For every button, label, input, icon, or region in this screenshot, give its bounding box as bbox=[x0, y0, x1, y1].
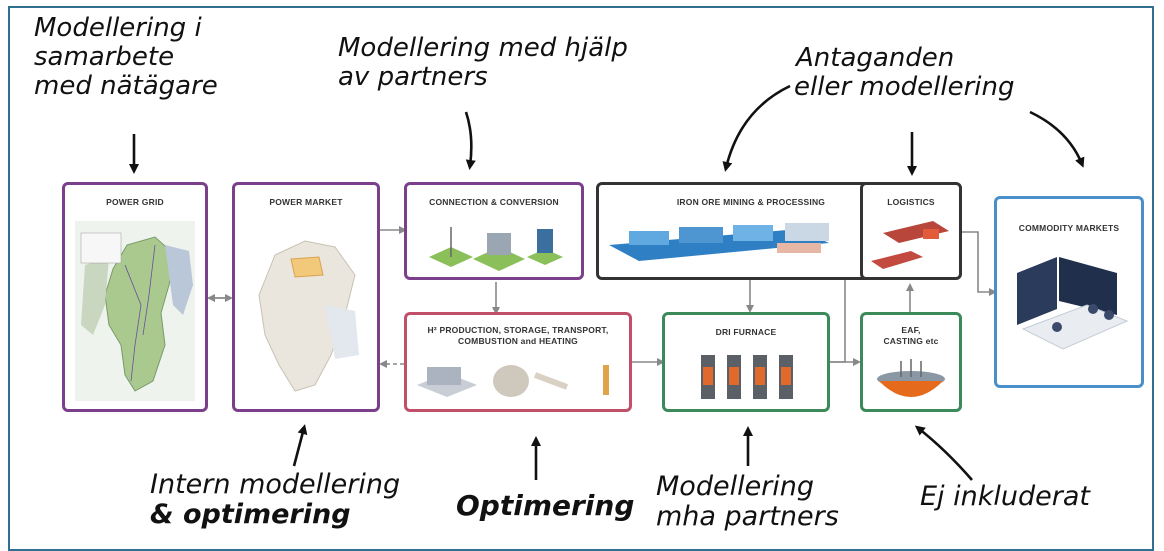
annotation-line: mha partners bbox=[656, 501, 839, 533]
arrow-to-power-market bbox=[292, 424, 308, 467]
dri-title: DRI FURNACE bbox=[715, 327, 777, 337]
commodity-illustration bbox=[1017, 257, 1129, 350]
annotation-antaganden: Antaganden eller modellering bbox=[794, 43, 1015, 103]
power-market-title: POWER MARKET bbox=[269, 197, 343, 207]
arrow-to-connection bbox=[464, 111, 476, 170]
annotation-line: av partners bbox=[338, 62, 488, 93]
eaf-title: EAF, CASTING etc bbox=[863, 325, 959, 347]
annotation-intern: Intern modellering & optimering bbox=[150, 469, 401, 531]
logistics-commodity-connector bbox=[962, 231, 997, 296]
annotation-hjalp-partners: Modellering med hjälp av partners bbox=[338, 33, 628, 93]
commodity-title: COMMODITY MARKETS bbox=[1018, 223, 1120, 233]
commodity-markets-box: COMMODITY MARKETS bbox=[994, 196, 1144, 388]
annotation-line: Modellering i bbox=[34, 13, 202, 43]
connection-title: CONNECTION & CONVERSION bbox=[429, 197, 559, 207]
iron-ore-title: IRON ORE MINING & PROCESSING bbox=[676, 197, 826, 207]
eaf-title-line: EAF, bbox=[901, 325, 921, 335]
annotation-line: Modellering bbox=[656, 471, 815, 502]
connection-illustration bbox=[429, 227, 563, 271]
annotation-optimering: Optimering bbox=[456, 489, 635, 522]
annotation-line: eller modellering bbox=[794, 72, 1015, 103]
eaf-box: EAF, CASTING etc bbox=[860, 312, 962, 412]
dri-illustration bbox=[701, 355, 793, 399]
annotation-line: Intern modellering bbox=[150, 469, 401, 500]
annotation-arrows bbox=[129, 84, 1085, 481]
power-grid-title: POWER GRID bbox=[106, 197, 164, 207]
logistics-title: LOGISTICS bbox=[887, 197, 935, 207]
h2-title: H² PRODUCTION, STORAGE, TRANSPORT, COMBU… bbox=[407, 325, 629, 347]
power-grid-box: POWER GRID bbox=[62, 182, 208, 412]
arrow-to-iron-ore bbox=[722, 84, 791, 172]
logistics-box: LOGISTICS bbox=[860, 182, 962, 280]
annotation-line: Modellering med hjälp bbox=[338, 33, 628, 63]
iron-ore-illustration bbox=[609, 223, 829, 261]
logistics-illustration bbox=[871, 221, 949, 269]
annotation-line: Antaganden bbox=[796, 43, 955, 73]
annotation-mha-partners: Modellering mha partners bbox=[656, 471, 839, 533]
h2-production-box: H² PRODUCTION, STORAGE, TRANSPORT, COMBU… bbox=[404, 312, 632, 412]
arrow-to-eaf bbox=[914, 425, 973, 481]
h2-illustration bbox=[417, 365, 609, 397]
annotation-ej-inkluderat: Ej inkluderat bbox=[920, 481, 1090, 512]
power-market-map-image bbox=[258, 240, 359, 392]
arrow-to-commodity bbox=[1029, 110, 1085, 168]
annotation-line: & optimering bbox=[150, 499, 351, 531]
eaf-title-line: CASTING etc bbox=[883, 336, 939, 347]
connection-conversion-box: CONNECTION & CONVERSION bbox=[404, 182, 584, 280]
annotation-line: med nätägare bbox=[34, 71, 218, 102]
eaf-illustration bbox=[877, 359, 945, 397]
annotation-modellering-natagare: Modellering i samarbete med nätägare bbox=[34, 13, 218, 102]
annotation-line: samarbete bbox=[34, 42, 175, 73]
h2-title-line: H² PRODUCTION, STORAGE, TRANSPORT, bbox=[427, 325, 609, 335]
h2-title-line: COMBUSTION and HEATING bbox=[458, 336, 578, 347]
power-grid-map-image bbox=[75, 221, 195, 401]
power-market-box: POWER MARKET bbox=[232, 182, 380, 412]
dri-furnace-box: DRI FURNACE bbox=[662, 312, 830, 412]
iron-ore-box: IRON ORE MINING & PROCESSING bbox=[596, 182, 906, 280]
